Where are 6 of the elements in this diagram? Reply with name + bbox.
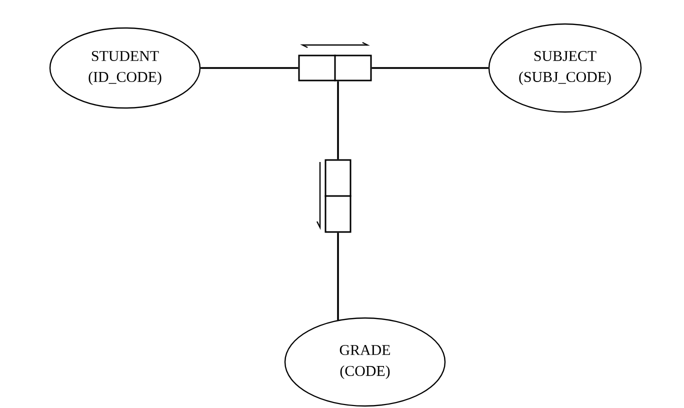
connector-line — [337, 232, 339, 320]
connector-line — [200, 67, 298, 69]
connector-line — [372, 67, 488, 69]
relation-box — [324, 159, 352, 233]
relation-box — [298, 54, 372, 82]
connector-line — [337, 81, 339, 160]
